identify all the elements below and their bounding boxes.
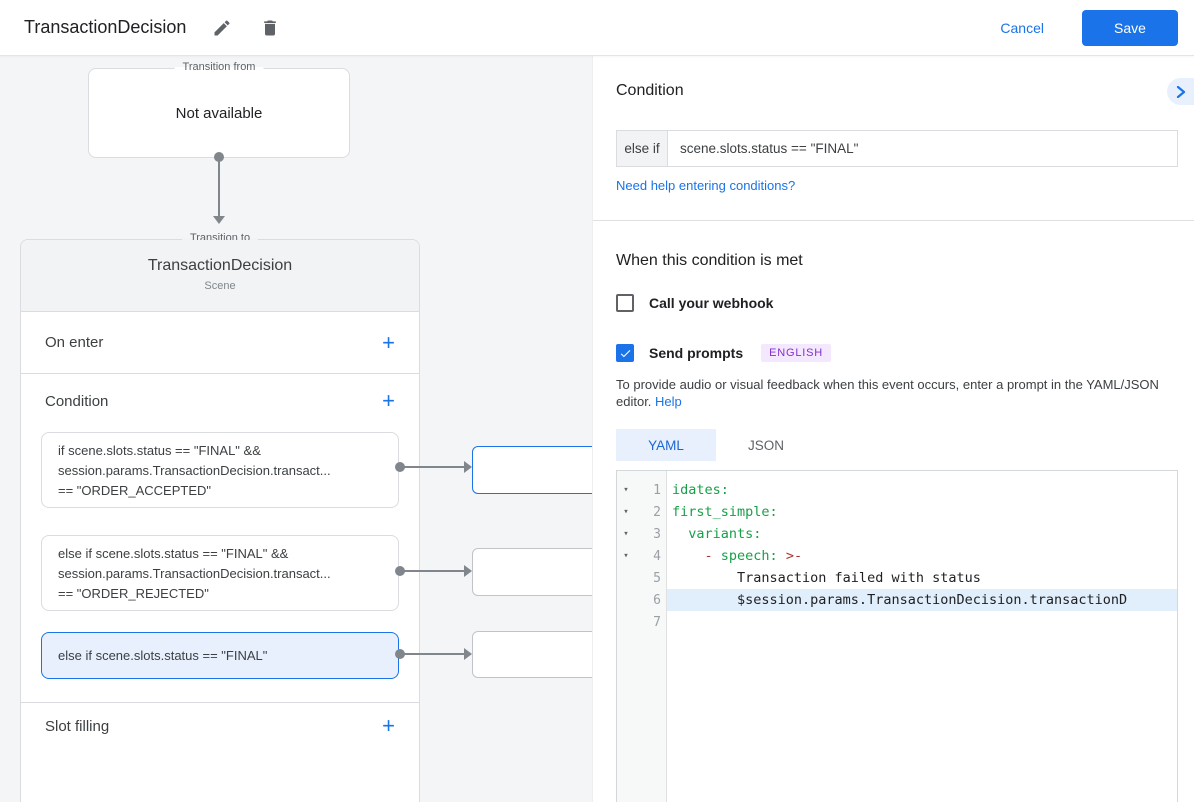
condition-card-2[interactable]: else if scene.slots.status == "FINAL" &&… bbox=[41, 535, 399, 611]
collapse-panel-button[interactable] bbox=[1167, 78, 1194, 105]
prompt-description: To provide audio or visual feedback when… bbox=[616, 376, 1182, 410]
transition-target-box-1[interactable] bbox=[472, 446, 592, 494]
editor-gutter: ▾ 1 ▾ 2 ▾ 3 ▾ 4 5 6 7 bbox=[617, 471, 667, 802]
condition-text-line: else if scene.slots.status == "FINAL" bbox=[58, 647, 268, 663]
slot-filling-row: Slot filling + bbox=[21, 702, 419, 750]
code-line[interactable]: idates: bbox=[672, 482, 729, 498]
delete-icon[interactable] bbox=[260, 17, 282, 39]
checkmark-icon bbox=[620, 349, 630, 357]
help-link[interactable]: Help bbox=[655, 394, 682, 409]
language-badge: ENGLISH bbox=[761, 344, 832, 362]
condition-heading: Condition bbox=[616, 82, 684, 99]
condition-help-link[interactable]: Need help entering conditions? bbox=[616, 178, 796, 193]
line-number: 5 bbox=[653, 570, 661, 586]
code-line-highlighted[interactable]: $session.params.TransactionDecision.tran… bbox=[667, 589, 1177, 611]
transition-from-value: Not available bbox=[175, 105, 263, 122]
condition-text-line: == "ORDER_REJECTED" bbox=[58, 586, 209, 601]
condition-prefix: else if bbox=[616, 130, 668, 167]
editor-code-area[interactable]: idates: first_simple: variants: - speech… bbox=[667, 471, 1177, 802]
line-number: 7 bbox=[653, 614, 661, 630]
add-on-enter-button[interactable]: + bbox=[382, 329, 395, 355]
send-prompts-option-row: Send prompts ENGLISH bbox=[616, 344, 832, 362]
code-line[interactable]: Transaction failed with status bbox=[672, 570, 981, 586]
line-number: 1 bbox=[653, 482, 661, 498]
condition-detail-panel: Condition else if Need help entering con… bbox=[592, 56, 1194, 802]
code-line[interactable]: - speech: >- bbox=[704, 548, 803, 564]
edit-icon[interactable] bbox=[212, 17, 234, 39]
condition-expression-row: else if bbox=[616, 130, 1178, 167]
add-slot-button[interactable]: + bbox=[382, 713, 395, 738]
editor-tabs: YAML JSON bbox=[616, 429, 816, 461]
condition-expression-input[interactable] bbox=[668, 130, 1178, 167]
arrow-right-icon bbox=[464, 461, 472, 473]
when-met-heading: When this condition is met bbox=[616, 252, 803, 269]
yaml-editor[interactable]: ▾ 1 ▾ 2 ▾ 3 ▾ 4 5 6 7 idates: first_simple: … bbox=[616, 470, 1178, 802]
scene-type-label: Scene bbox=[204, 280, 236, 292]
connector-dot bbox=[395, 649, 405, 659]
tab-yaml[interactable]: YAML bbox=[616, 429, 716, 461]
transition-to-box: Transition to TransactionDecision Scene … bbox=[20, 232, 420, 802]
condition-card-3-selected[interactable]: else if scene.slots.status == "FINAL" bbox=[41, 632, 399, 679]
condition-text-line: if scene.slots.status == "FINAL" && bbox=[58, 443, 261, 458]
prompt-description-text: To provide audio or visual feedback when… bbox=[616, 377, 1159, 409]
code-line[interactable] bbox=[667, 611, 1177, 633]
panel-divider bbox=[593, 220, 1194, 221]
condition-card-1[interactable]: if scene.slots.status == "FINAL" && sess… bbox=[41, 432, 399, 508]
condition-text-line: session.params.TransactionDecision.trans… bbox=[58, 463, 331, 478]
send-prompts-checkbox[interactable] bbox=[616, 344, 634, 362]
on-enter-label: On enter bbox=[45, 334, 104, 351]
top-bar: TransactionDecision Cancel Save bbox=[0, 0, 1194, 56]
on-enter-row[interactable]: On enter + bbox=[21, 312, 419, 374]
chevron-right-icon bbox=[1176, 85, 1185, 98]
section-divider bbox=[21, 702, 419, 703]
line-number: 6 bbox=[653, 592, 661, 608]
line-number: 4 bbox=[653, 548, 661, 564]
code-line[interactable]: variants: bbox=[688, 526, 762, 542]
connector-line bbox=[404, 570, 464, 572]
condition-section-label: Condition bbox=[45, 392, 109, 410]
transition-from-legend: Transition from bbox=[174, 61, 264, 73]
condition-text-line: == "ORDER_ACCEPTED" bbox=[58, 483, 211, 498]
save-button[interactable]: Save bbox=[1082, 9, 1178, 46]
webhook-option-row: Call your webhook bbox=[616, 294, 773, 312]
connector-line bbox=[404, 466, 464, 468]
tab-json[interactable]: JSON bbox=[747, 437, 784, 453]
add-condition-button[interactable]: + bbox=[382, 388, 395, 413]
connector-dot bbox=[395, 566, 405, 576]
condition-text-line: session.params.TransactionDecision.trans… bbox=[58, 566, 331, 581]
connector-dot bbox=[395, 462, 405, 472]
page-title: TransactionDecision bbox=[24, 17, 187, 37]
transition-from-box: Transition from Not available bbox=[88, 61, 350, 158]
connector-line bbox=[218, 161, 220, 216]
slot-filling-label: Slot filling bbox=[45, 717, 110, 735]
condition-text-line: else if scene.slots.status == "FINAL" && bbox=[58, 546, 289, 561]
fold-arrow-icon[interactable]: ▾ bbox=[623, 529, 629, 539]
fold-arrow-icon[interactable]: ▾ bbox=[623, 485, 629, 495]
code-line[interactable]: first_simple: bbox=[672, 504, 778, 520]
condition-section-row: Condition + bbox=[21, 374, 419, 428]
scene-name: TransactionDecision bbox=[147, 257, 293, 274]
webhook-label: Call your webhook bbox=[649, 295, 774, 311]
arrow-right-icon bbox=[464, 648, 472, 660]
line-number: 2 bbox=[653, 504, 661, 520]
fold-arrow-icon[interactable]: ▾ bbox=[623, 507, 629, 517]
connector-line bbox=[404, 653, 464, 655]
send-prompts-label: Send prompts bbox=[649, 345, 744, 361]
cancel-button[interactable]: Cancel bbox=[1000, 19, 1044, 36]
arrow-right-icon bbox=[464, 565, 472, 577]
transition-target-box-2[interactable] bbox=[472, 548, 592, 596]
arrow-down-icon bbox=[213, 216, 225, 224]
scene-header: TransactionDecision Scene bbox=[21, 240, 419, 312]
webhook-checkbox[interactable] bbox=[616, 294, 634, 312]
line-number: 3 bbox=[653, 526, 661, 542]
scene-flow-diagram: Transition from Not available Transition… bbox=[0, 56, 592, 802]
fold-arrow-icon[interactable]: ▾ bbox=[623, 551, 629, 561]
transition-target-box-3[interactable] bbox=[472, 631, 592, 678]
connector-dot bbox=[214, 152, 224, 162]
